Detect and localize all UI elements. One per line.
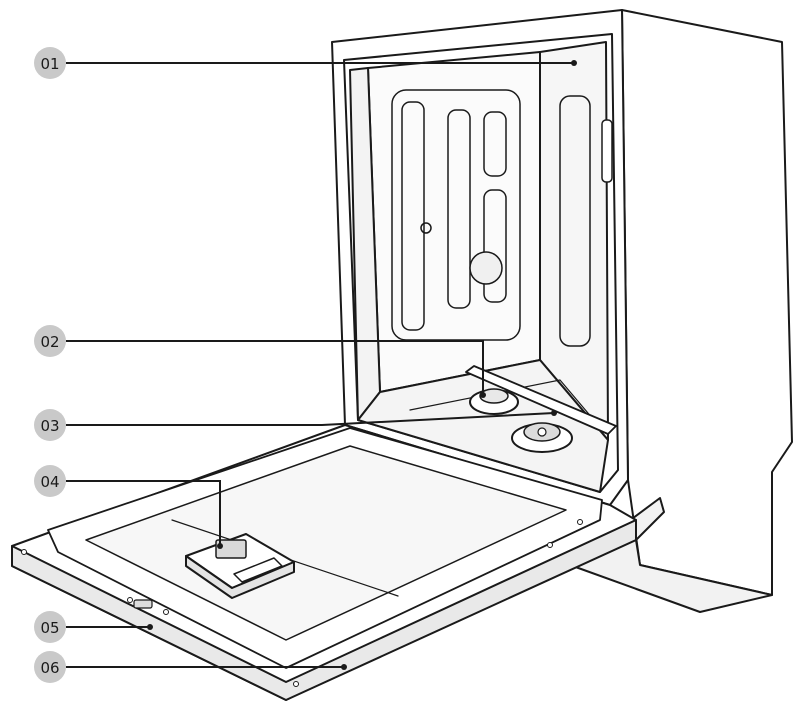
door-screw-1 <box>21 549 27 555</box>
callout-badges: 01 02 03 04 05 06 <box>34 47 66 683</box>
callout-03: 03 <box>34 409 66 441</box>
callout-06-label: 06 <box>40 659 59 677</box>
callout-06: 06 <box>34 651 66 683</box>
callout-05-label: 05 <box>40 619 59 637</box>
right-wall-panel <box>559 95 591 347</box>
back-panel-rib-1 <box>401 101 425 331</box>
leader-lines <box>66 62 574 668</box>
leader-dot-02 <box>480 392 486 398</box>
door-screw-2 <box>127 597 133 603</box>
leader-line-04 <box>66 480 221 546</box>
dishwasher-illustration <box>11 9 793 701</box>
callout-01-badge <box>34 47 66 79</box>
leader-dot-06 <box>341 664 347 670</box>
callout-05-badge <box>34 611 66 643</box>
dispenser-lid <box>215 539 247 559</box>
leader-dot-05 <box>147 624 153 630</box>
back-panel-rib-4 <box>483 189 507 303</box>
tub-floor <box>357 359 609 493</box>
leader-dot-04 <box>217 543 223 549</box>
callout-01-label: 01 <box>40 55 59 73</box>
callout-02: 02 <box>34 325 66 357</box>
right-wall-pipe <box>601 119 613 183</box>
callout-03-badge <box>34 409 66 441</box>
back-wall-drain-port <box>469 251 503 285</box>
callout-01: 01 <box>34 47 66 79</box>
leader-dot-03 <box>551 410 557 416</box>
door-screw-4 <box>577 519 583 525</box>
callout-04-label: 04 <box>40 473 59 491</box>
lower-spray-arm <box>465 365 617 435</box>
back-panel-rib-3 <box>483 111 507 177</box>
leader-dot-01 <box>571 60 577 66</box>
leader-line-03 <box>66 412 555 426</box>
door-screw-3 <box>163 609 169 615</box>
callout-02-label: 02 <box>40 333 59 351</box>
cabinet-side-panel <box>621 9 793 596</box>
door-inner-recess <box>85 445 567 641</box>
callout-03-label: 03 <box>40 417 59 435</box>
callout-05: 05 <box>34 611 66 643</box>
door-screw-6 <box>547 542 553 548</box>
leader-line-02 <box>66 340 484 395</box>
callout-04: 04 <box>34 465 66 497</box>
detergent-dispenser-side <box>185 555 295 599</box>
callout-02-badge <box>34 325 66 357</box>
back-panel-rib-2 <box>447 109 471 309</box>
callout-04-badge <box>34 465 66 497</box>
door-edge <box>11 519 637 701</box>
leader-end-dots <box>147 60 577 670</box>
cabinet-plinth <box>569 497 773 613</box>
filter-center <box>537 427 547 437</box>
callout-06-badge <box>34 651 66 683</box>
back-wall-screw <box>420 222 432 234</box>
door-screw-5 <box>293 681 299 687</box>
dispenser-compartment <box>233 557 283 583</box>
spray-arm-hub-top <box>479 388 509 404</box>
door-latch <box>133 599 153 609</box>
